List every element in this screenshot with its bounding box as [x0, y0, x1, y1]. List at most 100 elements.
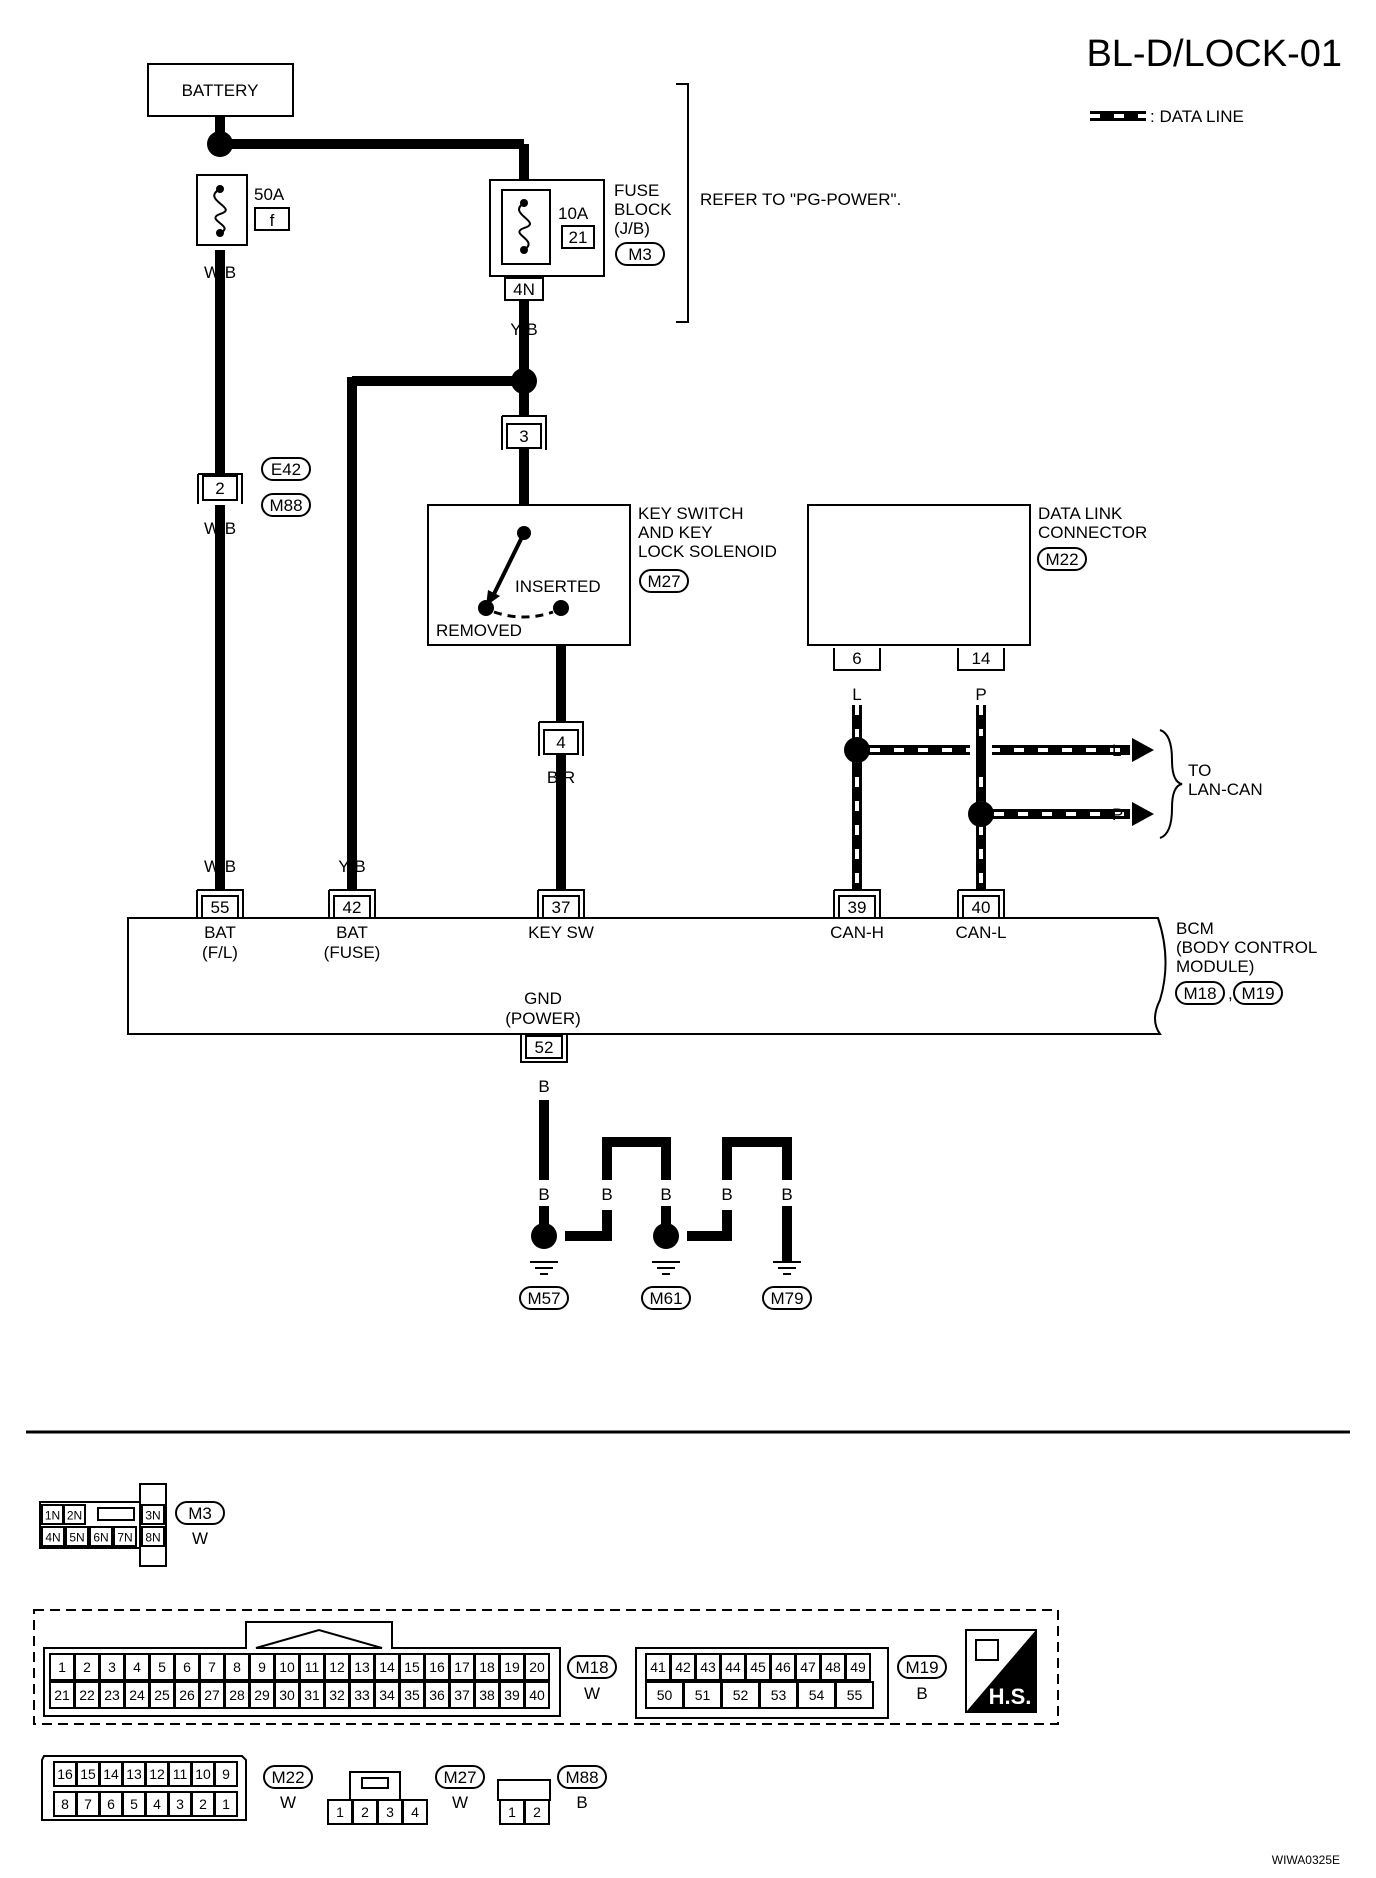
pin-label: 38 [479, 1687, 495, 1703]
pin-cell [299, 1681, 325, 1709]
bcm-pin-boxes [196, 889, 1005, 919]
wire-color-p-lan: P [1112, 805, 1123, 824]
pin-label: 8 [61, 1796, 69, 1812]
legend: : DATA LINE [1090, 107, 1244, 126]
pin-label: 40 [529, 1687, 545, 1703]
connector-m18-id: M18 [575, 1658, 608, 1677]
key-switch-inserted: INSERTED [515, 577, 601, 596]
connector-group-frame [33, 1609, 1059, 1725]
fuse-block-conn-oval [615, 242, 665, 266]
pin-label: 5 [130, 1796, 138, 1812]
pin-label: 5 [158, 1659, 166, 1675]
bcm-gnd-l1: GND [524, 989, 562, 1008]
bcm-pin-40: 40 [972, 898, 991, 917]
pin-cell [524, 1653, 550, 1681]
connector-m22-oval [263, 1765, 313, 1789]
pin-label: 12 [149, 1766, 165, 1782]
pin-cell [63, 1504, 86, 1525]
connector-m3-id: M3 [188, 1504, 212, 1523]
pin-label: 7 [84, 1796, 92, 1812]
dlc-box [807, 504, 1031, 646]
fuse-50a-id: f [270, 211, 275, 230]
pin-label: 27 [204, 1687, 220, 1703]
pin-label: 2 [533, 1804, 541, 1820]
joint-e42-oval-2 [261, 493, 311, 517]
pin-label: 39 [504, 1687, 520, 1703]
ground-m79: M79 [770, 1289, 803, 1308]
connector-m88-id: M88 [565, 1768, 598, 1787]
battery-box [147, 63, 294, 117]
pin-label: 18 [479, 1659, 495, 1675]
joint-3 [501, 415, 547, 450]
connector-m27 [349, 1771, 401, 1801]
pin-label: 13 [126, 1766, 142, 1782]
connector-m88 [497, 1779, 551, 1801]
diagram-code: WIWA0325E [1272, 1853, 1340, 1867]
pin-cell [113, 1526, 137, 1547]
battery-label: BATTERY [182, 81, 259, 100]
joint-4-term: 4 [556, 733, 565, 752]
fuse-block [489, 179, 605, 301]
key-switch-label-1: KEY SWITCH [638, 504, 743, 523]
pin-cell [324, 1681, 350, 1709]
pin-label: 5N [69, 1531, 84, 1545]
connector-m22-color: W [280, 1793, 296, 1812]
ground-symbols [530, 1261, 801, 1275]
pin-cell [695, 1653, 721, 1681]
yb-junction [511, 368, 537, 394]
joint-e42-conn-2: M88 [269, 496, 302, 515]
bcm-pin-39: 39 [848, 898, 867, 917]
fuse-50a-rating: 50A [254, 185, 285, 204]
fuse-block-terminal: 4N [513, 280, 535, 299]
pin-label: 1 [508, 1804, 516, 1820]
dlc-term-14-box [957, 648, 1005, 671]
fuse-10a-id: 21 [569, 228, 588, 247]
refer-text: REFER TO "PG-POWER". [700, 190, 901, 209]
pin-cell [349, 1653, 375, 1681]
dlc-conn: M22 [1045, 550, 1078, 569]
pin-cell [49, 1653, 75, 1681]
pin-label: 24 [129, 1687, 145, 1703]
pin-label: 51 [695, 1687, 711, 1703]
pin-label: 15 [80, 1766, 96, 1782]
dlc-term-14: 14 [972, 649, 991, 668]
pin-cell [65, 1526, 89, 1547]
pin-label: 20 [529, 1659, 545, 1675]
pin-label: 7 [208, 1659, 216, 1675]
bcm-pin-37-l1: KEY SW [528, 923, 594, 942]
connector-m18-oval [567, 1655, 617, 1679]
pin-label: 19 [504, 1659, 520, 1675]
wire-color-wb-bcm: W/B [204, 857, 236, 876]
pin-label: 28 [229, 1687, 245, 1703]
pin-cell [845, 1653, 871, 1681]
joint-e42-m88 [197, 473, 243, 504]
pin-label: 4 [133, 1659, 141, 1675]
pin-cell [141, 1526, 165, 1547]
bcm-box [127, 917, 1167, 1035]
fuse-50a-id-box [254, 207, 290, 231]
pin-cell [141, 1504, 165, 1525]
fuse-50a [196, 174, 248, 246]
pin-cell [499, 1653, 525, 1681]
pin-label: 17 [454, 1659, 470, 1675]
pin-label: 6N [93, 1531, 108, 1545]
connector-m88-color: B [576, 1793, 587, 1812]
pin-cell [797, 1681, 836, 1709]
pin-cell [174, 1653, 200, 1681]
pin-label: 8N [145, 1531, 160, 1545]
pin-label: 4 [411, 1804, 419, 1820]
wire-color-yb-bcm: Y/B [338, 857, 365, 876]
pin-label: 32 [329, 1687, 345, 1703]
wire-color-b-4: B [721, 1185, 732, 1204]
pin-cell [274, 1653, 300, 1681]
wire-color-b-1: B [538, 1185, 549, 1204]
pin-label: 26 [179, 1687, 195, 1703]
dlc-term-6: 6 [852, 649, 861, 668]
connector-m19-color: B [916, 1684, 927, 1703]
can-h-arrow [1132, 738, 1154, 762]
pin-cell [449, 1653, 475, 1681]
bcm-gnd-pin: 52 [535, 1038, 554, 1057]
